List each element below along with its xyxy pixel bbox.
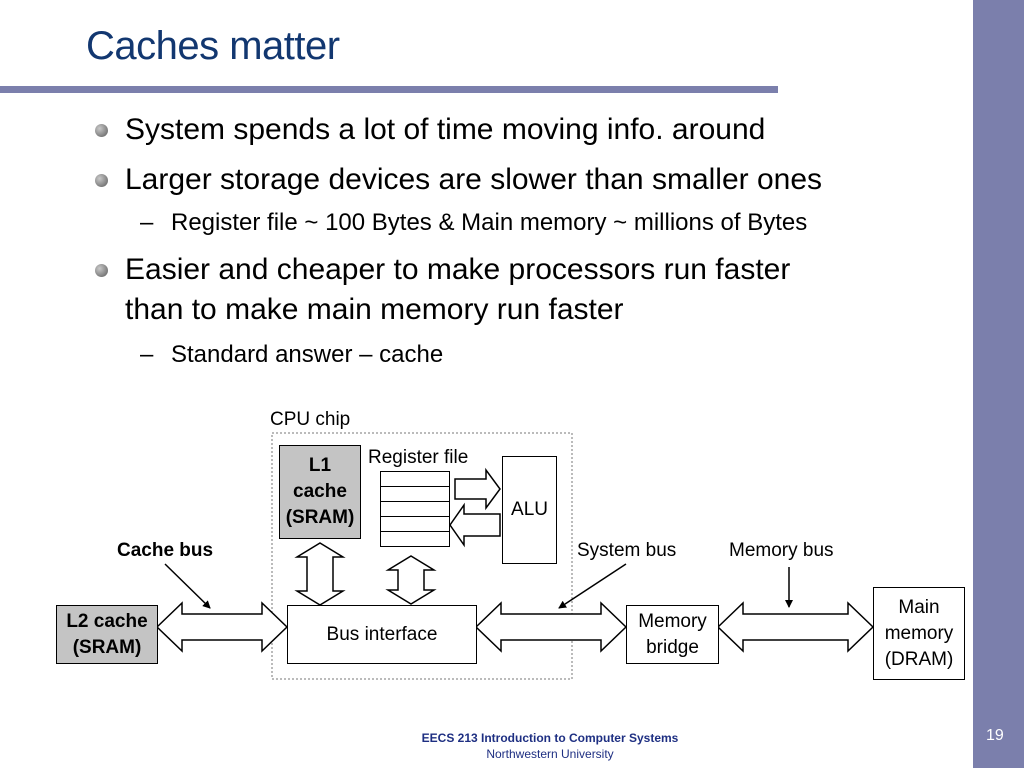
memory-bus-arrow-icon <box>716 601 875 653</box>
side-decoration-bar <box>973 0 1024 768</box>
register-cell <box>380 531 450 547</box>
bullet-dot-icon <box>95 264 108 277</box>
bullet-dot-icon <box>95 124 108 137</box>
sub-bullet-dash: – <box>140 341 154 368</box>
alu-box: ALU <box>502 456 557 564</box>
page-number: 19 <box>986 727 1004 744</box>
cpu-chip-label: CPU chip <box>270 409 351 430</box>
bullet-2-sub: Register file ~ 100 Bytes & Main memory … <box>171 209 808 236</box>
bullet-3-line-2: than to make main memory run faster <box>125 293 624 326</box>
bullet-2: Larger storage devices are slower than s… <box>125 163 823 196</box>
sub-bullet-dash: – <box>140 209 154 236</box>
bullet-3-sub: Standard answer – cache <box>171 341 444 368</box>
cache-bus-pointer-icon <box>164 563 211 609</box>
l1-bus-interface-arrow-icon <box>294 542 346 606</box>
l2-cache-box: L2 cache (SRAM) <box>56 605 158 664</box>
cache-bus-arrow-icon <box>155 601 289 653</box>
l1-cache-box: L1 cache (SRAM) <box>279 445 361 539</box>
register-cell <box>380 516 450 532</box>
footer-course: EECS 213 Introduction to Computer System… <box>421 731 679 745</box>
slide-title: Caches matter <box>86 24 340 68</box>
register-file-label: Register file <box>368 447 469 468</box>
footer-university: Northwestern University <box>486 747 614 761</box>
system-bus-arrow-icon <box>474 601 628 653</box>
system-bus-pointer-icon <box>558 563 627 609</box>
bullet-dot-icon <box>95 174 108 187</box>
bullet-3-line-1: Easier and cheaper to make processors ru… <box>125 253 791 286</box>
register-cell <box>380 471 450 487</box>
alu-to-regfile-arrow-icon <box>449 502 501 548</box>
register-cell <box>380 486 450 502</box>
regfile-to-alu-arrow-icon <box>454 467 501 511</box>
register-cell <box>380 501 450 517</box>
bullet-1: System spends a lot of time moving info.… <box>125 113 766 146</box>
bus-interface-box: Bus interface <box>287 605 477 664</box>
cache-bus-label: Cache bus <box>117 540 214 561</box>
system-bus-label: System bus <box>577 540 677 561</box>
main-memory-box: Main memory (DRAM) <box>873 587 965 680</box>
title-underline <box>0 86 778 93</box>
regfile-bus-interface-arrow-icon <box>385 555 437 605</box>
memory-bus-label: Memory bus <box>729 540 834 561</box>
cpu-chip-boundary <box>271 432 573 680</box>
memory-bridge-box: Memory bridge <box>626 605 719 664</box>
